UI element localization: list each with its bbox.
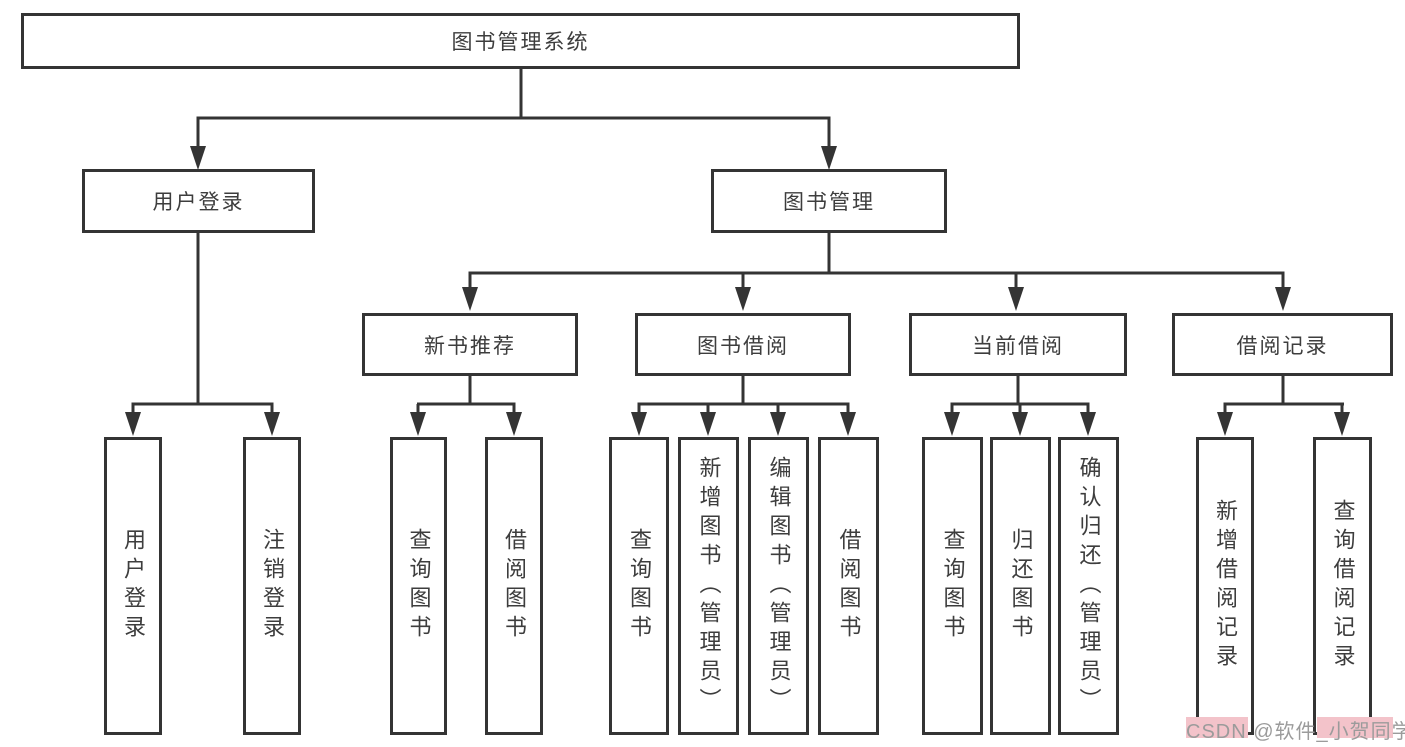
- watermark-accent: [1317, 717, 1393, 738]
- leaf-edit-book-admin: 编辑图书（管理员）: [748, 437, 809, 735]
- node-current-borrow: 当前借阅: [909, 313, 1127, 376]
- node-new-book-recommend: 新书推荐: [362, 313, 578, 376]
- node-book-management: 图书管理: [711, 169, 947, 233]
- leaf-query-borrow-record: 查询借阅记录: [1313, 437, 1372, 735]
- leaf-logout: 注销登录: [243, 437, 301, 735]
- leaf-query-books-recommend: 查询图书: [390, 437, 447, 735]
- leaf-add-borrow-record: 新增借阅记录: [1196, 437, 1254, 735]
- node-root: 图书管理系统: [21, 13, 1020, 69]
- watermark-accent: [1186, 717, 1248, 738]
- leaf-user-login: 用户登录: [104, 437, 162, 735]
- leaf-query-books-current: 查询图书: [922, 437, 983, 735]
- leaf-query-books-borrow: 查询图书: [609, 437, 669, 735]
- node-borrow-records: 借阅记录: [1172, 313, 1393, 376]
- leaf-return-book: 归还图书: [990, 437, 1051, 735]
- leaf-borrow-books-recommend: 借阅图书: [485, 437, 543, 735]
- watermark: CSDN @软件_小贺同学: [1186, 721, 1405, 743]
- node-book-borrow: 图书借阅: [635, 313, 851, 376]
- leaf-confirm-return-admin: 确认归还（管理员）: [1058, 437, 1119, 735]
- node-user-login-module: 用户登录: [82, 169, 315, 233]
- leaf-borrow-books: 借阅图书: [818, 437, 879, 735]
- leaf-add-book-admin: 新增图书（管理员）: [678, 437, 739, 735]
